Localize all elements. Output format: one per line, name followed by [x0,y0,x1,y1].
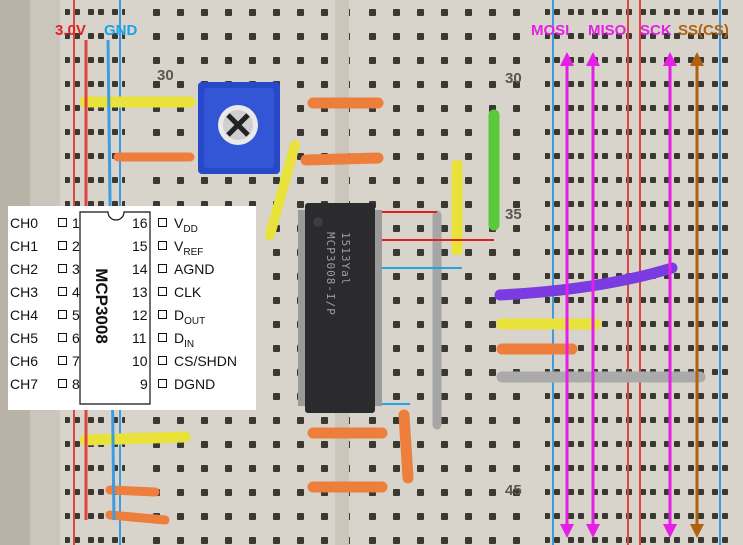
pin-box [58,264,67,273]
right-pin-name: DOUT [174,307,205,330]
pin-box [58,241,67,250]
mcp3008-chip [298,203,382,413]
right-pin-label: CLK [174,284,202,300]
pin-box [158,356,167,365]
row-number-30-right: 30 [505,70,522,87]
left-pin-number: 7 [72,353,80,369]
right-power-rails [545,0,735,545]
right-pin-name: DGND [174,376,215,392]
yellow-wire-bottom [79,431,191,446]
right-pin-name: VREF [174,238,203,261]
right-pin-name: DIN [174,330,194,353]
right-pin-name: AGND [174,261,214,277]
right-pin-number: 16 [132,215,148,231]
right-pin-number: 10 [132,353,148,369]
right-pin-label: V [174,238,184,254]
right-pin-name: CS/SHDN [174,353,237,369]
left-pin-number: 3 [72,261,80,277]
left-pin-name: CH2 [10,261,39,277]
orange-wire-3 [105,510,170,525]
pin-box [158,264,167,273]
chip-marking-line2: 1513Yal [339,232,352,286]
vref-label: 3.0V [55,22,86,39]
right-pin-label: D [174,307,185,323]
right-pin-number: 12 [132,307,148,323]
left-pin-name: CH7 [10,376,39,392]
grid-right-block [355,0,535,545]
pin-box [58,287,67,296]
left-pin-number: 6 [72,330,80,346]
right-pin-label: AGND [174,261,215,277]
left-pin-name: CH1 [10,238,39,254]
right-pin-label: V [174,215,184,231]
left-pin-number: 1 [72,215,80,231]
pin-box [158,379,167,388]
row-number-30-left: 30 [157,67,174,84]
left-pin-number: 5 [72,307,80,323]
orange-wire-5 [300,152,384,166]
miso-label: MISO [588,22,627,39]
pin-box [58,310,67,319]
yellow-wire-pot [265,140,300,240]
right-pin-subscript: REF [183,246,204,258]
right-pin-subscript: DD [183,223,198,235]
right-pin-number: 14 [132,261,148,277]
mosi-arrow [560,52,574,538]
pin-box [58,333,67,342]
pin-box [158,287,167,296]
gnd-label: GND [104,22,138,39]
right-pin-subscript: IN [184,338,195,350]
orange-wire-2 [105,485,160,497]
row-number-35-right: 35 [505,206,522,223]
pin-box [58,218,67,227]
left-pin-name: CH4 [10,307,39,323]
pinout-outline [79,211,151,405]
right-pin-number: 11 [132,330,147,346]
sck-arrow [663,52,677,538]
right-pin-number: 9 [140,376,148,392]
pin-box [158,218,167,227]
pin-box [58,356,67,365]
pin-box [158,333,167,342]
ss-label: SS(CS) [678,22,729,39]
right-pin-number: 15 [132,238,148,254]
right-pin-number: 13 [132,284,148,300]
miso-arrow [586,52,600,538]
pin-box [158,310,167,319]
pin-box [58,379,67,388]
left-pin-number: 2 [72,238,80,254]
row-number-45-right: 45 [505,482,522,499]
orange-wire-vertical [398,409,414,484]
potentiometer [198,82,280,174]
left-pin-name: CH6 [10,353,39,369]
right-pin-subscript: OUT [184,315,206,327]
right-pin-name: VDD [174,215,198,238]
left-pin-number: 4 [72,284,80,300]
sck-label: SCK [640,22,672,39]
pin-box [158,241,167,250]
left-pin-number: 8 [72,376,80,392]
right-pin-label: CS/SHDN [174,353,238,369]
right-pin-label: DGND [174,376,216,392]
right-pin-name: CLK [174,284,201,300]
ss-arrow [690,52,704,538]
left-pin-name: CH5 [10,330,39,346]
left-pin-name: CH3 [10,284,39,300]
chip-marking-line1: MCP3008-I/P [324,232,337,316]
mosi-label: MOSI [531,22,570,39]
right-pin-label: D [174,330,185,346]
left-pin-name: CH0 [10,215,39,231]
ic-name: MCP3008 [92,268,111,344]
